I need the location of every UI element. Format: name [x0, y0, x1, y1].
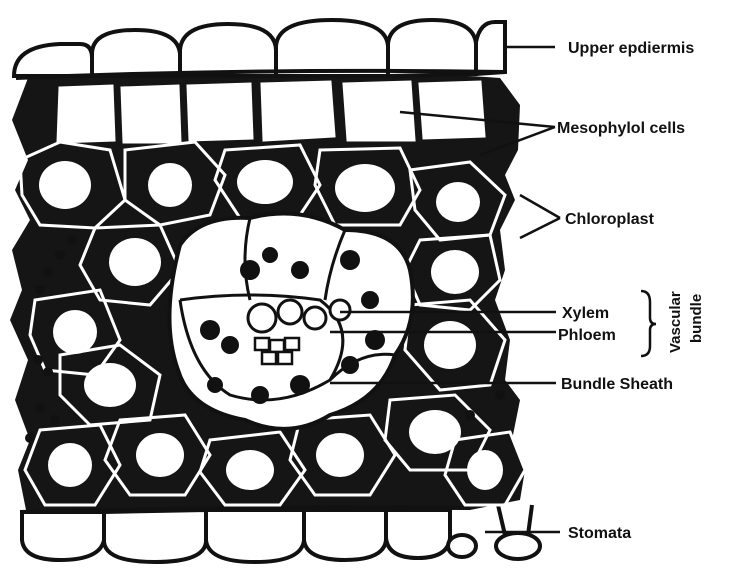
- upper-epidermis: [14, 20, 505, 78]
- label-bundle-sheath: Bundle Sheath: [561, 376, 673, 393]
- label-upper-epidermis: Upper epdiermis: [568, 40, 694, 57]
- vascular-brace: [641, 291, 656, 356]
- leader-chloroplast-b: [520, 218, 560, 238]
- phloem: [255, 338, 299, 364]
- leader-chloroplast-a: [520, 195, 560, 218]
- label-stomata: Stomata: [568, 525, 631, 542]
- label-vascular: Vascular: [667, 291, 684, 353]
- label-mesophyll-cells: Mesophylol cells: [557, 120, 685, 137]
- label-phloem: Phloem: [558, 327, 616, 344]
- label-bundle: bundle: [688, 294, 705, 343]
- label-chloroplast: Chloroplast: [565, 211, 655, 228]
- leaf-section: [10, 20, 540, 562]
- labels: Upper epdiermis Mesophylol cells Chlorop…: [557, 40, 705, 542]
- lower-epidermis: [20, 508, 470, 563]
- label-xylem: Xylem: [562, 305, 609, 322]
